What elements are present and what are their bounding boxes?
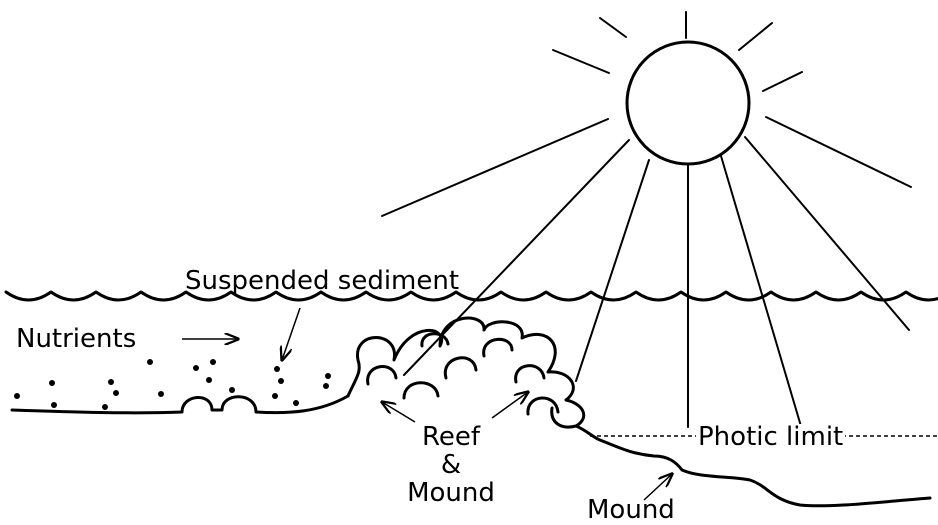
nutrients-label: Nutrients bbox=[16, 326, 136, 352]
sun bbox=[627, 42, 749, 164]
mound-label: Mound bbox=[587, 497, 675, 523]
reef-mound-label-line2: & bbox=[398, 452, 504, 478]
reef-mound-label-line1: Reef bbox=[398, 424, 504, 450]
reef-mound-label-line3: Mound bbox=[398, 480, 504, 506]
suspended-sediment-label: Suspended sediment bbox=[185, 268, 459, 294]
sediment-arrow bbox=[282, 308, 300, 360]
sediment-dots bbox=[14, 359, 331, 410]
sun-rays-long bbox=[382, 117, 911, 433]
reef-arrow-right bbox=[492, 392, 528, 418]
reef-body bbox=[348, 318, 584, 427]
reef-inner-arcs bbox=[368, 334, 558, 414]
sun-rays-short bbox=[553, 12, 802, 91]
water-surface bbox=[6, 292, 938, 300]
photic-limit-label: Photic limit bbox=[696, 424, 845, 450]
reef-arrow-left bbox=[382, 402, 415, 422]
reef-mound-label: Reef & Mound bbox=[398, 424, 504, 506]
